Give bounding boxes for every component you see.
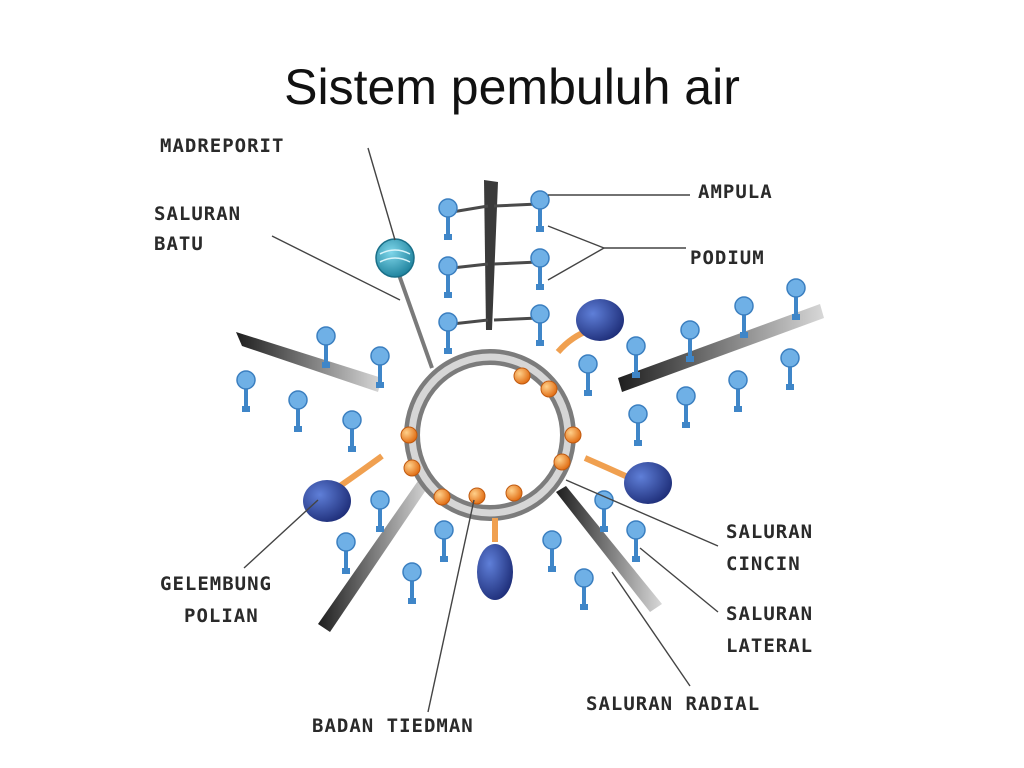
label-saluran-radial: SALURAN RADIAL	[586, 693, 760, 715]
label-saluran-lateral-line2: LATERAL	[726, 635, 813, 657]
stone-canal	[396, 271, 434, 369]
label-badan-tiedman: BADAN TIEDMAN	[312, 715, 474, 737]
polian-vesicle-icon	[624, 462, 672, 504]
radial-canal-lower-right	[556, 486, 662, 612]
polian-vesicle-icon	[303, 480, 351, 522]
label-saluran-lateral-line1: SALURAN	[726, 603, 813, 625]
radial-canal-upper-right	[618, 304, 824, 392]
madreporite-icon	[375, 238, 415, 278]
radial-canal-lower-left	[318, 478, 430, 632]
leader-lines	[243, 147, 719, 713]
polian-vesicle-icon	[477, 544, 513, 600]
radial-canal-top	[484, 180, 498, 330]
lateral-canals-top	[451, 202, 539, 326]
label-madreporit: MADREPORIT	[160, 135, 284, 157]
polian-vesicle-icon	[576, 299, 624, 341]
label-saluran-cincin-line2: CINCIN	[726, 553, 801, 575]
label-gelembung-polian-line2: POLIAN	[184, 605, 259, 627]
label-gelembung-polian-line1: GELEMBUNG	[160, 573, 272, 595]
tiedemann-body-icon	[400, 367, 582, 506]
label-saluran-batu-line1: SALURAN	[154, 203, 241, 225]
label-podium: PODIUM	[690, 247, 765, 269]
label-saluran-batu-line2: BATU	[154, 233, 204, 255]
slide-title: Sistem pembuluh air	[284, 59, 740, 115]
radial-canal-upper-left	[236, 332, 382, 392]
polian-vesicles	[303, 299, 672, 600]
label-saluran-cincin-line1: SALURAN	[726, 521, 813, 543]
label-ampula: AMPULA	[698, 181, 773, 203]
